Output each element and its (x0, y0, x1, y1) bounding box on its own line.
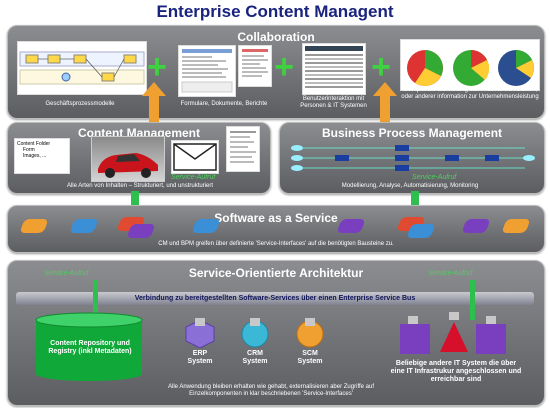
process-model-diagram (19, 51, 145, 85)
scm-system-label: SCM System (297, 350, 323, 365)
screen-table-icon (305, 46, 363, 88)
arrow-up-icon (142, 82, 166, 122)
connector (93, 280, 98, 320)
car-image (91, 136, 165, 182)
plus-icon: + (274, 48, 294, 86)
crm-system-label: CRM System (242, 350, 268, 365)
bpm-title: Business Process Management (321, 126, 503, 140)
arrow-up-icon (373, 82, 397, 122)
car-icon (98, 153, 158, 178)
plus-icon: + (147, 48, 167, 86)
crm-system-icon (241, 318, 269, 348)
pie-gauge-2 (453, 50, 490, 86)
service-call-label: Service-Aufruf (171, 174, 216, 181)
bpm-caption: Modellierung, Analyse, Automatisierung, … (341, 183, 479, 189)
saas-panel: Software as a Service CM und BPM greifen… (7, 205, 545, 253)
cockpit-image (400, 39, 540, 91)
repository-label: Content Repository und Registry (inkl Me… (48, 340, 132, 355)
reports-image (238, 45, 272, 87)
other-systems-label: Beliebige andere IT System die über eine… (390, 360, 522, 383)
content-folder-item: Images, ... (23, 153, 47, 159)
content-folder-item: Form (23, 147, 35, 153)
erp-system-label: ERP System (187, 350, 213, 365)
form-document-icon (181, 49, 233, 93)
service-call-label: Service-Aufruf (428, 270, 473, 277)
puzzle-piece-icon (191, 219, 221, 233)
repository-cylinder-icon (35, 312, 143, 381)
saas-title: Software as a Service (214, 211, 338, 225)
connector (131, 191, 139, 207)
puzzle-piece-icon (336, 219, 366, 233)
plus-icon: + (371, 48, 391, 86)
envelope-icon (173, 143, 217, 171)
user-interaction-image (302, 43, 366, 95)
collaboration-title: Collaboration (237, 30, 315, 44)
puzzle-piece-icon (501, 219, 531, 233)
puzzle-piece-icon (69, 219, 99, 233)
bpm-flow-diagram (291, 145, 535, 171)
process-model-image (17, 41, 147, 95)
connector (411, 191, 419, 207)
document-image (226, 126, 260, 172)
collab-caption-1: Geschäftsprozessmodelle (45, 101, 115, 107)
cockpit-gauges (407, 50, 534, 86)
content-folder-title: Content Folder (17, 141, 51, 147)
pie-gauge-3 (498, 50, 534, 86)
service-call-label: Service-Aufruf (412, 174, 457, 181)
service-call-label: Service-Aufruf (44, 270, 89, 277)
document-icon (230, 131, 256, 163)
puzzle-piece-icon (461, 219, 491, 233)
collab-caption-2: Formulare, Dokumente, Berichte (180, 101, 268, 107)
collab-caption-3: Benutzerinteraktion mit Personen & IT Sy… (300, 96, 367, 109)
enterprise-service-bus: Verbindung zu bereitgestellten Software-… (16, 292, 534, 305)
puzzle-piece-icon (19, 219, 49, 233)
content-folder-box: Content Folder Form Images, ... (14, 138, 70, 174)
collab-caption-4: Cockpits zur Darstellung von Prozess-ken… (401, 87, 539, 100)
forms-image (178, 45, 236, 97)
saas-caption: CM und BPM greifen über definierte 'Serv… (158, 241, 394, 247)
content-management-caption: Alle Arten von Inhalten – Strukturiert, … (66, 183, 214, 189)
pie-gauge-1 (407, 50, 443, 86)
report-document-icon (242, 49, 268, 77)
erp-system-icon (185, 318, 215, 348)
envelope-image (171, 140, 219, 174)
other-systems-icon (400, 312, 506, 354)
soa-title: Service-Orientierte Architektur (188, 266, 364, 280)
connector (470, 280, 475, 320)
saas-puzzle-row (14, 215, 536, 238)
page-title: Enterprise Content Managent (156, 2, 394, 21)
scm-system-icon (296, 318, 324, 348)
soa-footer-caption: Alle Anwendung bleiben erhalten wie geha… (167, 384, 375, 397)
